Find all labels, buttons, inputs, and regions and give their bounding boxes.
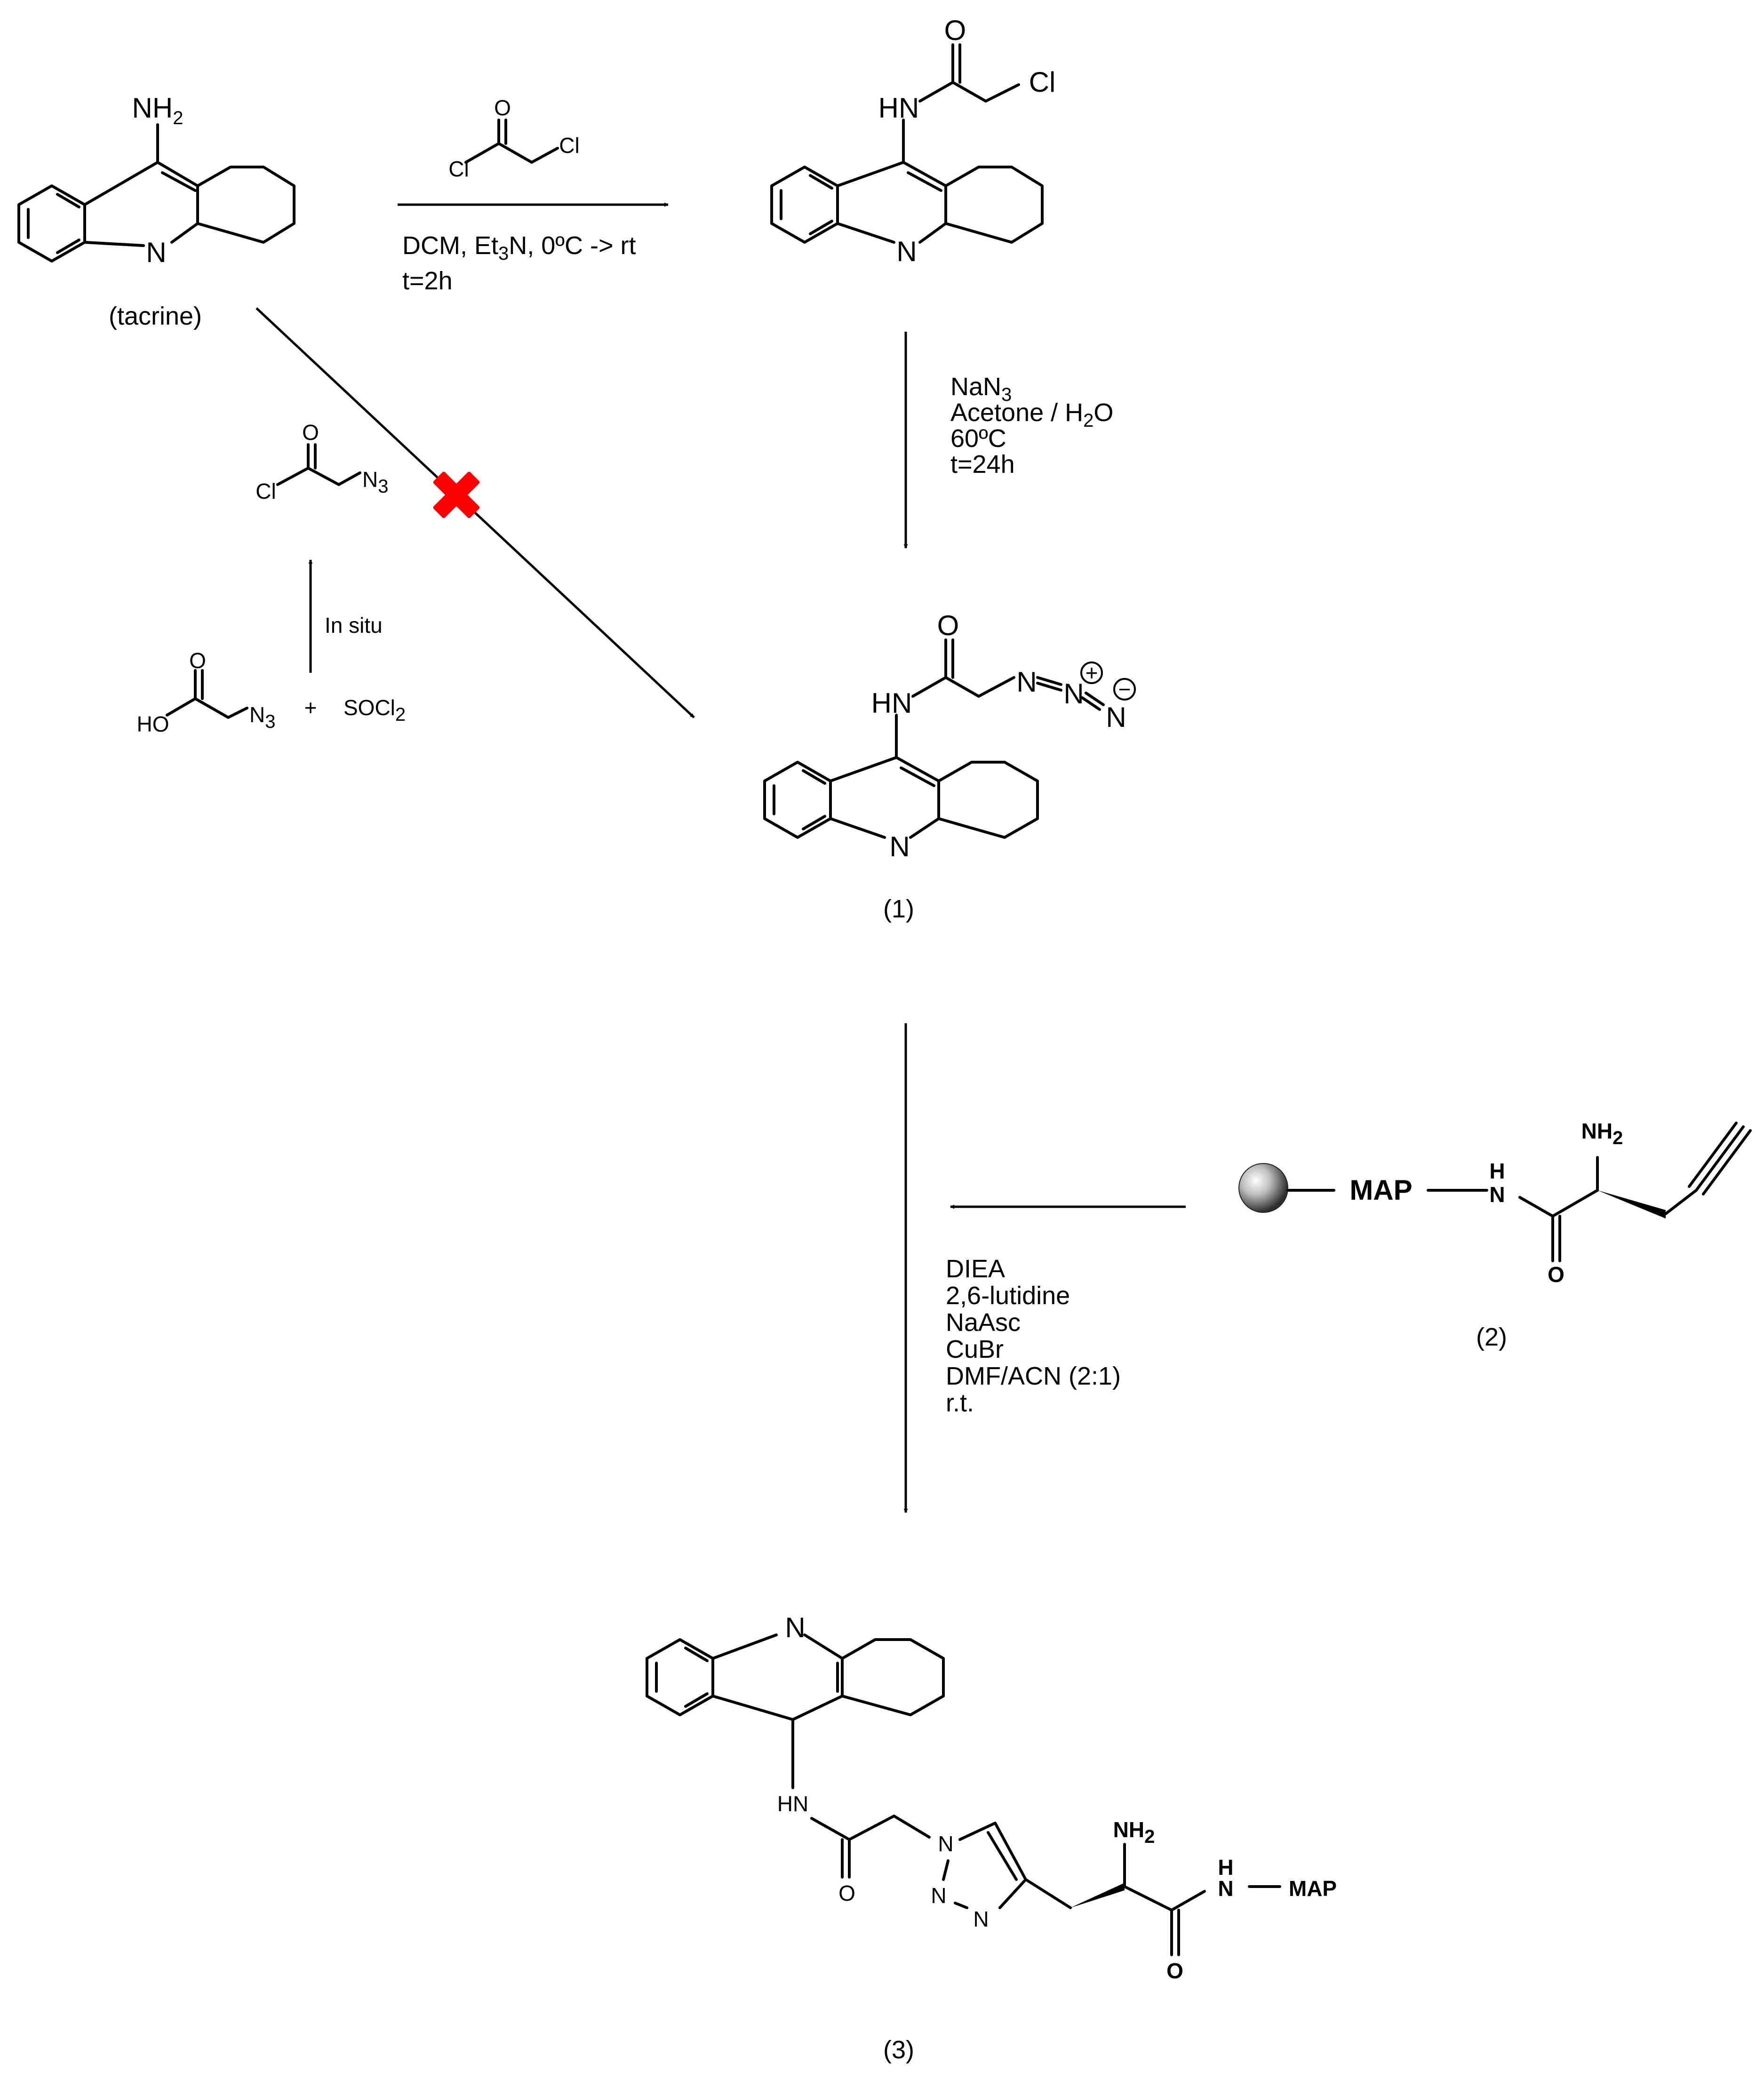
in-situ-label: In situ (325, 613, 383, 637)
chloroacetamide-n-label: N (896, 236, 917, 267)
chloroacetyl-chloride-structure: O Cl Cl (448, 96, 579, 181)
chloroacetyl-cl-right-label: Cl (559, 133, 579, 158)
compound-3-triazole-n3-label: N (973, 1907, 989, 1931)
compound-2-label: (2) (1476, 1323, 1507, 1351)
compound-1-azide-n1-label: N (1016, 666, 1037, 698)
compound-2-n-label: N (1489, 1182, 1505, 1207)
compound-1-ring-n-label: N (889, 831, 910, 862)
step3-conditions: DIEA 2,6-lutidine NaAsc CuBr DMF/ACN (2:… (946, 1255, 1121, 1417)
blocked-route-cross-icon (433, 471, 480, 518)
chloroacetyl-o-label: O (494, 96, 511, 120)
compound-3-triazole-n2-label: N (931, 1883, 946, 1908)
tacrine-name: (tacrine) (109, 302, 202, 330)
plus-sign: + (304, 695, 317, 720)
compound-3-ring-n-label: N (785, 1612, 805, 1643)
compound-3-n-label: N (1218, 1876, 1233, 1901)
step3-condition-line4: CuBr (946, 1335, 1004, 1363)
step3-condition-line2: 2,6-lutidine (946, 1282, 1070, 1310)
step1-condition-line2: t=2h (402, 267, 453, 295)
tacrine-nh2-label: NH2 (132, 92, 184, 128)
azidoacetyl-chloride-n3-label: N3 (362, 467, 388, 497)
azidoacetyl-chloride-cl-label: Cl (255, 479, 276, 503)
compound-1-o-label: O (937, 610, 959, 641)
chloroacetamide-cl-label: Cl (1029, 66, 1056, 98)
compound-2-nh2-label: NH2 (1581, 1119, 1623, 1148)
azidoacetic-acid-o-label: O (189, 648, 206, 673)
compound-3-nh2-label: NH2 (1113, 1817, 1155, 1847)
azidoacetic-acid-structure: O HO N3 + SOCl2 (137, 648, 406, 736)
compound-1-hn-label: HN (871, 687, 912, 719)
resin-bead-icon (1238, 1163, 1288, 1213)
tacrine-n-label: N (146, 237, 166, 268)
compound-1-label: (1) (883, 895, 914, 923)
compound-1-structure: O HN N N N N + − (1) (763, 610, 1136, 923)
step3-condition-line6: r.t. (946, 1389, 974, 1417)
azidoacetic-acid-n3-label: N3 (249, 702, 275, 732)
compound-3-map-label: MAP (1289, 1876, 1337, 1901)
positive-charge-icon (1080, 661, 1103, 684)
step2-condition-line4: t=24h (950, 450, 1015, 478)
positive-charge-sign: + (1086, 661, 1098, 685)
blocked-route-arrow (255, 307, 695, 718)
step3-condition-line3: NaAsc (946, 1308, 1021, 1337)
chloroacetamide-o-label: O (944, 15, 966, 46)
compound-3-label: (3) (883, 2036, 914, 2064)
compound-1-azide-n3-label: N (1106, 701, 1126, 733)
compound-2-h-label: H (1489, 1159, 1505, 1183)
negative-charge-sign: − (1118, 677, 1131, 701)
compound-2-structure: MAP H N NH2 O (2) (1238, 1119, 1752, 1351)
tacrine-structure: NH2 N (tacrine) (17, 92, 295, 330)
step3-condition-line5: DMF/ACN (2:1) (946, 1362, 1121, 1390)
step2-conditions: NaN3 Acetone / H2O 60ºC t=24h (950, 373, 1113, 478)
step2-condition-line2: Acetone / H2O (950, 398, 1113, 431)
chloroacetamide-hn-label: HN (878, 92, 919, 124)
step1-condition-line1: DCM, Et3N, 0ºC -> rt (402, 231, 636, 264)
step1-conditions: DCM, Et3N, 0ºC -> rt t=2h (402, 231, 636, 295)
step2-condition-line3: 60ºC (950, 424, 1006, 453)
compound-2-map-label: MAP (1349, 1174, 1412, 1206)
stereo-wedge-icon (1597, 1190, 1666, 1219)
compound-3-triazole-n1-label: N (938, 1832, 953, 1856)
azidoacetyl-chloride-structure: O Cl N3 (255, 420, 388, 503)
chloroacetamide-structure: O HN Cl N (770, 15, 1056, 267)
negative-charge-icon (1113, 678, 1136, 701)
compound-3-h-label: H (1218, 1855, 1233, 1880)
compound-3-amide-o-label: O (838, 1881, 855, 1905)
compound-3-structure: N HN O N N N NH2 H N MAP O (3) (646, 1612, 1337, 2064)
compound-3-end-o-label: O (1166, 1959, 1183, 1983)
compound-3-hn-label: HN (777, 1792, 808, 1816)
azidoacetyl-chloride-o-label: O (302, 420, 319, 445)
thionyl-chloride-label: SOCl2 (343, 695, 406, 725)
chloroacetyl-cl-left-label: Cl (448, 157, 469, 181)
compound-1-azide-n2-label: N (1063, 678, 1084, 709)
compound-3-stereo-wedge-icon (1070, 1883, 1125, 1908)
step2-condition-line1: NaN3 (950, 373, 1012, 405)
compound-2-o-label: O (1548, 1262, 1564, 1287)
azidoacetic-acid-ho-label: HO (137, 712, 169, 736)
step3-condition-line1: DIEA (946, 1255, 1005, 1283)
